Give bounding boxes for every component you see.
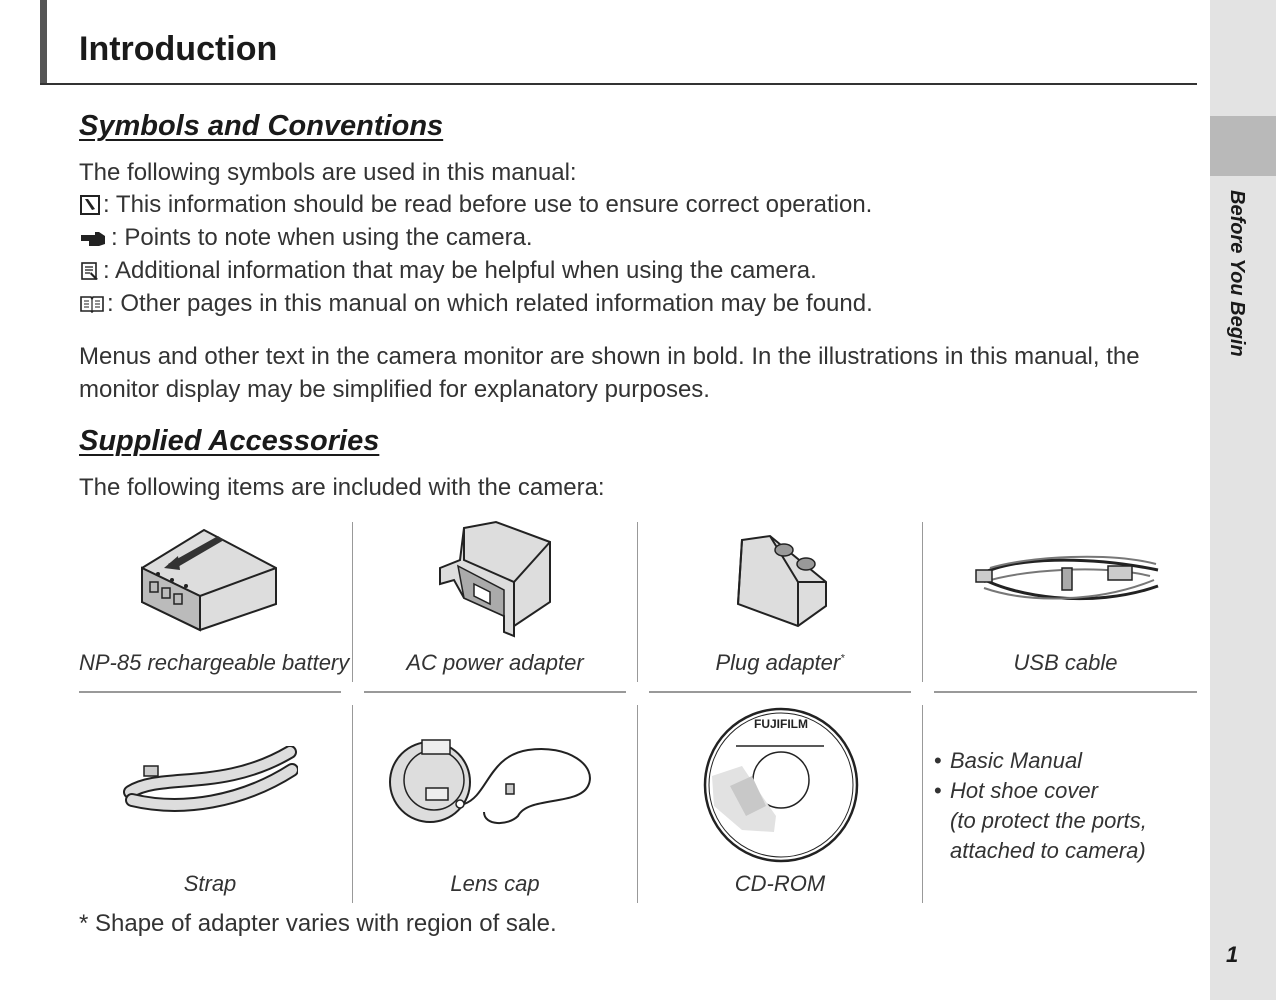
strap-icon [123,746,298,812]
symbol-line-memo: : Additional information that may be hel… [79,257,817,285]
accessory-caption-ac-adapter: AC power adapter [406,650,584,675]
caption-text: Plug adapter [715,650,841,675]
plug-adapter-icon [736,534,827,628]
grid-rule [364,691,626,693]
grid-divider [637,522,638,682]
symbols-intro: The following symbols are used in this m… [79,159,577,186]
grid-divider [637,705,638,903]
accessory-caption-strap: Strap [183,871,237,896]
page-title: Introduction [79,30,278,68]
header-rule [40,83,1197,85]
sidebar-section-tab [1210,116,1276,176]
symbol-line-reference: : Other pages in this manual on which re… [79,290,873,318]
book-icon [80,296,104,314]
accessories-heading: Supplied Accessories [79,425,380,457]
grid-divider [352,705,353,903]
symbol-line-caution: : This information should be read before… [79,191,872,219]
list-item: Basic Manual [934,746,1147,776]
list-item: Hot shoe cover [934,776,1147,806]
grid-rule [934,691,1197,693]
grid-rule [649,691,911,693]
accessory-caption-battery: NP-85 rechargeable battery [79,650,350,675]
footnote-marker: * [840,652,845,665]
symbols-heading: Symbols and Conventions [79,110,444,142]
header-accent-bar [40,0,47,84]
caution-icon [80,195,100,215]
ac-adapter-icon [439,520,551,638]
pointing-hand-icon [81,232,105,246]
list-item: (to protect the ports, [950,808,1147,833]
footnote: * Shape of adapter varies with region of… [79,910,557,937]
symbol-line-note: : Points to note when using the camera. [79,224,533,252]
accessory-caption-usb-cable: USB cable [1013,650,1118,675]
symbol-text: : Points to note when using the camera. [111,224,533,251]
accessory-caption-plug-adapter: Plug adapter* [649,650,911,676]
list-item: attached to camera) [950,838,1146,863]
usb-cable-icon [975,555,1159,601]
memo-icon [81,262,98,280]
symbol-text: : Additional information that may be hel… [103,257,817,284]
cd-brand-text: FUJIFILM [754,717,808,731]
lens-cap-icon [389,739,591,824]
grid-divider [352,522,353,682]
extra-items-list: Basic Manual Hot shoe cover (to protect … [934,746,1147,866]
battery-icon [141,528,277,632]
accessory-caption-cd-rom: CD-ROM [734,871,826,896]
grid-divider [922,522,923,682]
conventions-paragraph: Menus and other text in the camera monit… [79,343,1140,403]
accessories-intro: The following items are included with th… [79,474,605,501]
cd-rom-icon: FUJIFILM [703,707,859,863]
accessory-caption-lens-cap: Lens cap [450,871,540,896]
grid-rule [79,691,341,693]
sidebar-section-label: Before You Begin [1226,190,1248,357]
symbol-text: : Other pages in this manual on which re… [107,290,873,317]
page-number: 1 [1226,942,1239,967]
grid-divider [922,705,923,903]
symbol-text: : This information should be read before… [103,191,873,218]
